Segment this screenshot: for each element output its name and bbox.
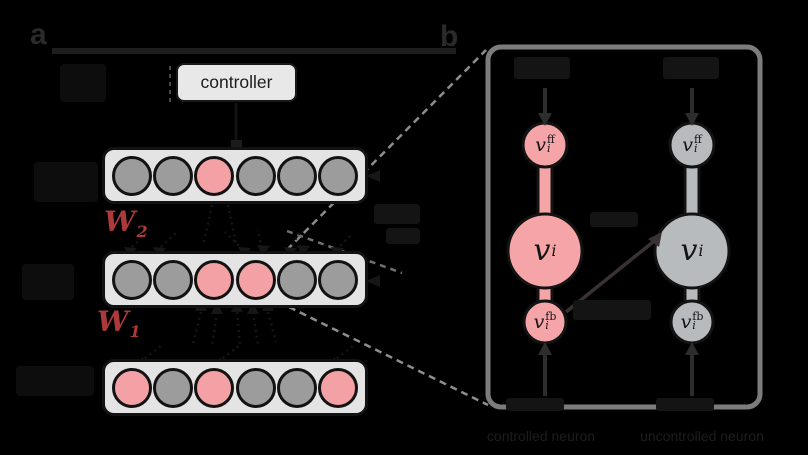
- layer-1-math-label: [22, 264, 74, 300]
- uncontrolled-neuron: [653, 121, 731, 345]
- fb-input-annotation: [656, 398, 714, 411]
- neuron-input-arrowheads: [538, 113, 699, 355]
- weight-base: W: [104, 205, 136, 238]
- panel-divider-bar: [52, 48, 456, 54]
- label-base: v: [535, 133, 546, 156]
- gray-unit: [276, 259, 317, 300]
- lateral-feedback-arrowhead: [648, 232, 662, 247]
- gray-unit: [235, 155, 276, 196]
- input-layer-box: [102, 359, 368, 416]
- label-sup: fb: [545, 310, 557, 324]
- gray-unit: [317, 259, 358, 300]
- label-base: v: [533, 233, 551, 268]
- label-base: v: [533, 310, 545, 333]
- gray-unit: [153, 155, 194, 196]
- feedback-weight-annotation: [573, 300, 651, 320]
- feedback-dashed-line: [286, 229, 403, 275]
- feedback-arrow-tails: [131, 204, 355, 363]
- fb-input-annotation: [506, 398, 564, 411]
- controlled-neuron: [506, 121, 584, 345]
- label-sub: i: [545, 319, 549, 332]
- controller-connector-tick: [231, 140, 242, 148]
- ff-input-annotation: [514, 57, 570, 79]
- caption-uncontrolled: uncontrolled neuron: [640, 428, 764, 444]
- label-sup: ff: [693, 133, 702, 147]
- label-sub: i: [698, 240, 704, 260]
- label-sub: i: [551, 240, 557, 260]
- label-sub: i: [692, 319, 696, 332]
- pink-unit: [317, 367, 358, 408]
- input-math-label: [16, 366, 94, 396]
- weight-sub: 1: [129, 322, 141, 341]
- pink-unit: [194, 367, 235, 408]
- gray-unit: [235, 367, 276, 408]
- feedback-weight-annotation: [590, 212, 638, 227]
- pink-unit: [112, 367, 152, 408]
- neuron-input-arrow-shafts: [543, 88, 694, 396]
- q2-annotation: [374, 204, 420, 224]
- label-sup: fb: [692, 310, 704, 324]
- label-sub: i: [693, 142, 698, 155]
- gray-unit: [317, 155, 358, 196]
- hidden-layer-2-box: [102, 147, 368, 204]
- q1-annotation: [386, 228, 420, 244]
- weight-label-w1: W1: [97, 308, 141, 340]
- lens-line-bottom: [288, 305, 489, 407]
- controller-box: controller: [176, 63, 297, 102]
- label-base: v: [680, 310, 692, 333]
- gray-unit: [153, 259, 194, 300]
- soma-compartment: [653, 212, 731, 290]
- label-base: v: [682, 133, 693, 156]
- label-sub: i: [546, 142, 551, 155]
- panel-b-label: b: [440, 20, 459, 53]
- label-base: v: [680, 233, 698, 268]
- ff-input-annotation: [663, 57, 719, 79]
- hidden-layer-1-box: [102, 251, 368, 308]
- weight-label-w2: W2: [104, 208, 148, 240]
- control-signal-annotation: [60, 64, 106, 102]
- panel-a-label: a: [30, 18, 47, 51]
- gray-unit: [112, 155, 152, 196]
- pink-unit: [235, 259, 276, 300]
- weight-sub: 2: [136, 222, 148, 241]
- controller-label: controller: [200, 72, 273, 92]
- caption-controlled: controlled neuron: [486, 428, 596, 444]
- gray-unit: [276, 155, 317, 196]
- label-sup: ff: [546, 133, 555, 147]
- pink-unit: [194, 155, 235, 196]
- gray-unit: [112, 259, 152, 300]
- weight-base: W: [97, 305, 129, 338]
- layer-2-math-label: [34, 162, 98, 202]
- gray-unit: [153, 367, 194, 408]
- gray-unit: [276, 367, 317, 408]
- pink-unit: [194, 259, 235, 300]
- panel-b-frame: [485, 44, 763, 410]
- soma-compartment: [506, 212, 584, 290]
